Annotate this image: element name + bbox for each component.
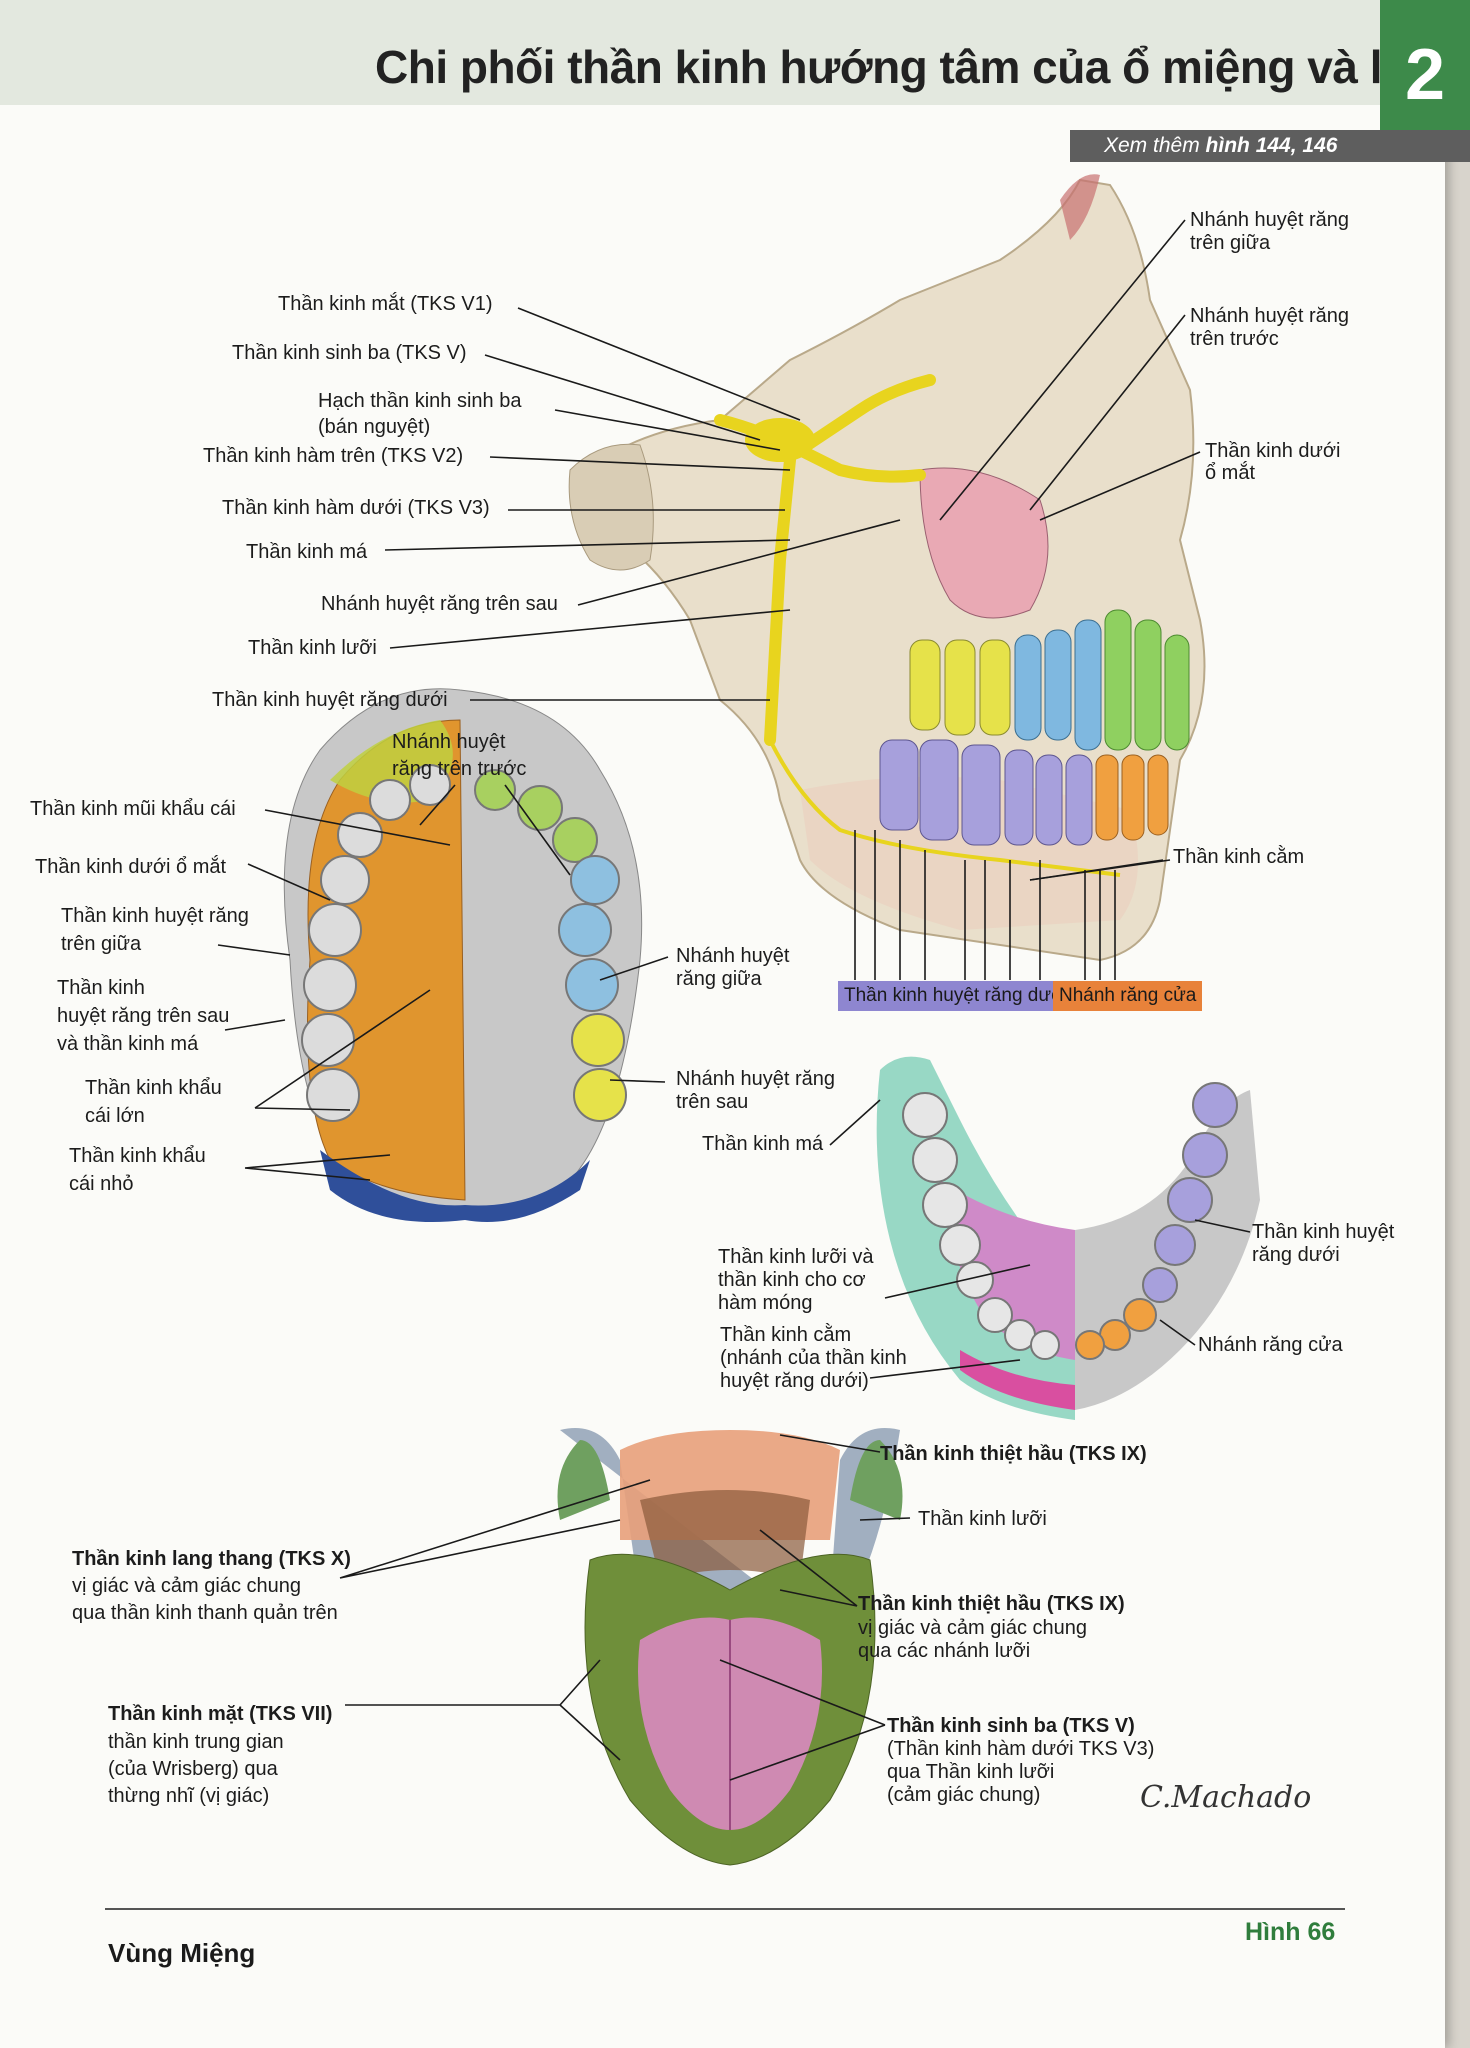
label-middle-branch-1: Nhánh huyệt — [676, 945, 790, 967]
label-lesser-palatine-1: Thần kinh khẩu — [69, 1145, 206, 1167]
label-mandibular-nerve: Thần kinh hàm dưới (TKS V3) — [222, 497, 490, 519]
footer-rule — [105, 1908, 1345, 1910]
legend-inferior-alveolar: Thần kinh huyệt răng dưới — [838, 981, 1074, 1011]
label-trigeminal-ganglion-2: (bán nguyệt) — [318, 416, 431, 438]
label-trigeminal-nerve: Thần kinh sinh ba (TKS V) — [232, 342, 467, 364]
label-facial-sub-1: thần kinh trung gian — [108, 1731, 284, 1753]
skull-illustration — [568, 174, 1206, 962]
label-vagus-sub-2: qua thần kinh thanh quản trên — [72, 1602, 338, 1624]
label-greater-palatine-1: Thần kinh khẩu — [85, 1077, 222, 1099]
label-trigeminal-ganglion-1: Hạch thần kinh sinh ba — [318, 390, 522, 412]
label-trig-title: Thần kinh sinh ba (TKS V) — [887, 1715, 1135, 1737]
label-mental-nerve: Thần kinh cằm — [1173, 846, 1305, 868]
palate-teeth-left — [301, 764, 451, 1122]
label-glossopharyngeal-top: Thần kinh thiệt hầu (TKS IX) — [880, 1443, 1147, 1465]
label-tongue-lingual: Thần kinh lưỡi — [918, 1508, 1047, 1530]
label-palate-middle-sup-2: trên giữa — [61, 933, 142, 955]
artist-signature: C.Machado — [1140, 1780, 1312, 1815]
label-posterior-superior-alveolar: Nhánh huyệt răng trên sau — [321, 593, 558, 615]
chapter-number: 2 — [1380, 0, 1470, 130]
label-palate-post-sup-3: và thần kinh má — [57, 1033, 199, 1055]
label-mandible-mental-1: Thần kinh cằm — [720, 1324, 852, 1346]
label-vagus-title: Thần kinh lang thang (TKS X) — [72, 1548, 351, 1570]
label-palate-anterior-sup-1: Nhánh huyệt — [392, 731, 506, 753]
label-mandible-inferior-alveolar-1: Thần kinh huyệt — [1252, 1221, 1395, 1243]
label-mandible-mental-3: huyệt răng dưới) — [720, 1370, 869, 1392]
legend-incisive: Nhánh răng cửa — [1053, 981, 1203, 1011]
label-ophthalmic-nerve: Thần kinh mắt (TKS V1) — [278, 293, 493, 315]
label-middle-superior-alveolar-2: trên giữa — [1190, 232, 1271, 254]
label-facial-title: Thần kinh mặt (TKS VII) — [108, 1703, 333, 1725]
label-greater-palatine-2: cái lớn — [85, 1105, 145, 1127]
label-mandible-lingual-3: hàm móng — [718, 1292, 813, 1314]
label-trig-sub-1: (Thần kinh hàm dưới TKS V3) — [887, 1738, 1155, 1760]
label-vagus-sub-1: vị giác và cảm giác chung — [72, 1575, 302, 1597]
footer-figure-number: Hình 66 — [1245, 1918, 1336, 1946]
label-mandible-buccal: Thần kinh má — [702, 1133, 824, 1155]
label-palate-post-sup-2: huyệt răng trên sau — [57, 1005, 230, 1027]
mandible-teeth-right — [1075, 1082, 1238, 1360]
label-lingual-nerve: Thần kinh lưỡi — [248, 637, 377, 659]
label-nasopalatine-nerve: Thần kinh mũi khẩu cái — [30, 798, 236, 820]
label-mandible-incisive: Nhánh răng cửa — [1198, 1334, 1343, 1356]
label-infraorbital-1: Thần kinh dưới — [1205, 440, 1341, 462]
label-middle-superior-alveolar-1: Nhánh huyệt răng — [1190, 209, 1350, 231]
see-also-prefix: Xem thêm — [1104, 134, 1206, 157]
label-mandible-mental-2: (nhánh của thần kinh — [720, 1347, 907, 1369]
label-palate-post-sup-1: Thần kinh — [57, 977, 145, 999]
mandible-illustration — [876, 1056, 1260, 1420]
label-mandible-lingual-1: Thần kinh lưỡi và — [718, 1246, 874, 1268]
label-posterior-branch-2: trên sau — [676, 1091, 749, 1113]
header-band — [0, 0, 1380, 105]
label-glosso-sub-1: vị giác và cảm giác chung — [858, 1617, 1088, 1639]
label-facial-sub-2: (của Wrisberg) qua — [108, 1758, 278, 1780]
label-buccal-nerve: Thần kinh má — [246, 541, 368, 563]
label-palate-anterior-sup-2: răng trên trước — [392, 758, 527, 780]
label-posterior-branch-1: Nhánh huyệt răng — [676, 1068, 836, 1090]
legend-tick-lines — [854, 830, 1116, 980]
label-mandible-lingual-2: thần kinh cho cơ — [718, 1269, 866, 1291]
label-infraorbital-2: ổ mắt — [1205, 462, 1256, 484]
page-title: Chi phối thần kinh hướng tâm của ổ miệng… — [375, 41, 1460, 93]
label-mandible-inferior-alveolar-2: răng dưới — [1252, 1244, 1340, 1266]
see-also-reference: Xem thêm hình 144, 146 — [1070, 130, 1470, 162]
label-trig-sub-2: qua Thần kinh lưỡi — [887, 1761, 1055, 1783]
label-trig-sub-3: (cảm giác chung) — [887, 1784, 1041, 1806]
label-maxillary-nerve: Thần kinh hàm trên (TKS V2) — [203, 445, 464, 467]
label-palate-middle-sup-1: Thần kinh huyệt răng — [61, 905, 249, 927]
label-lesser-palatine-2: cái nhỏ — [69, 1173, 134, 1195]
label-glosso-sub-2: qua các nhánh lưỡi — [858, 1640, 1031, 1662]
palate-teeth-right — [474, 769, 627, 1122]
mandible-teeth-left — [902, 1092, 1060, 1360]
footer-section: Vùng Miệng — [108, 1938, 256, 1968]
tongue-illustration — [557, 1428, 903, 1866]
label-palate-infraorbital: Thần kinh dưới ổ mắt — [35, 856, 227, 878]
label-glosso-title: Thần kinh thiệt hầu (TKS IX) — [858, 1593, 1125, 1615]
see-also-refs[interactable]: hình 144, 146 — [1205, 134, 1338, 157]
label-anterior-superior-alveolar-2: trên trước — [1190, 328, 1279, 350]
label-facial-sub-3: thừng nhĩ (vị giác) — [108, 1785, 270, 1807]
label-anterior-superior-alveolar-1: Nhánh huyệt răng — [1190, 305, 1350, 327]
label-inferior-alveolar-nerve: Thần kinh huyệt răng dưới — [212, 689, 448, 711]
label-middle-branch-2: răng giữa — [676, 968, 762, 990]
